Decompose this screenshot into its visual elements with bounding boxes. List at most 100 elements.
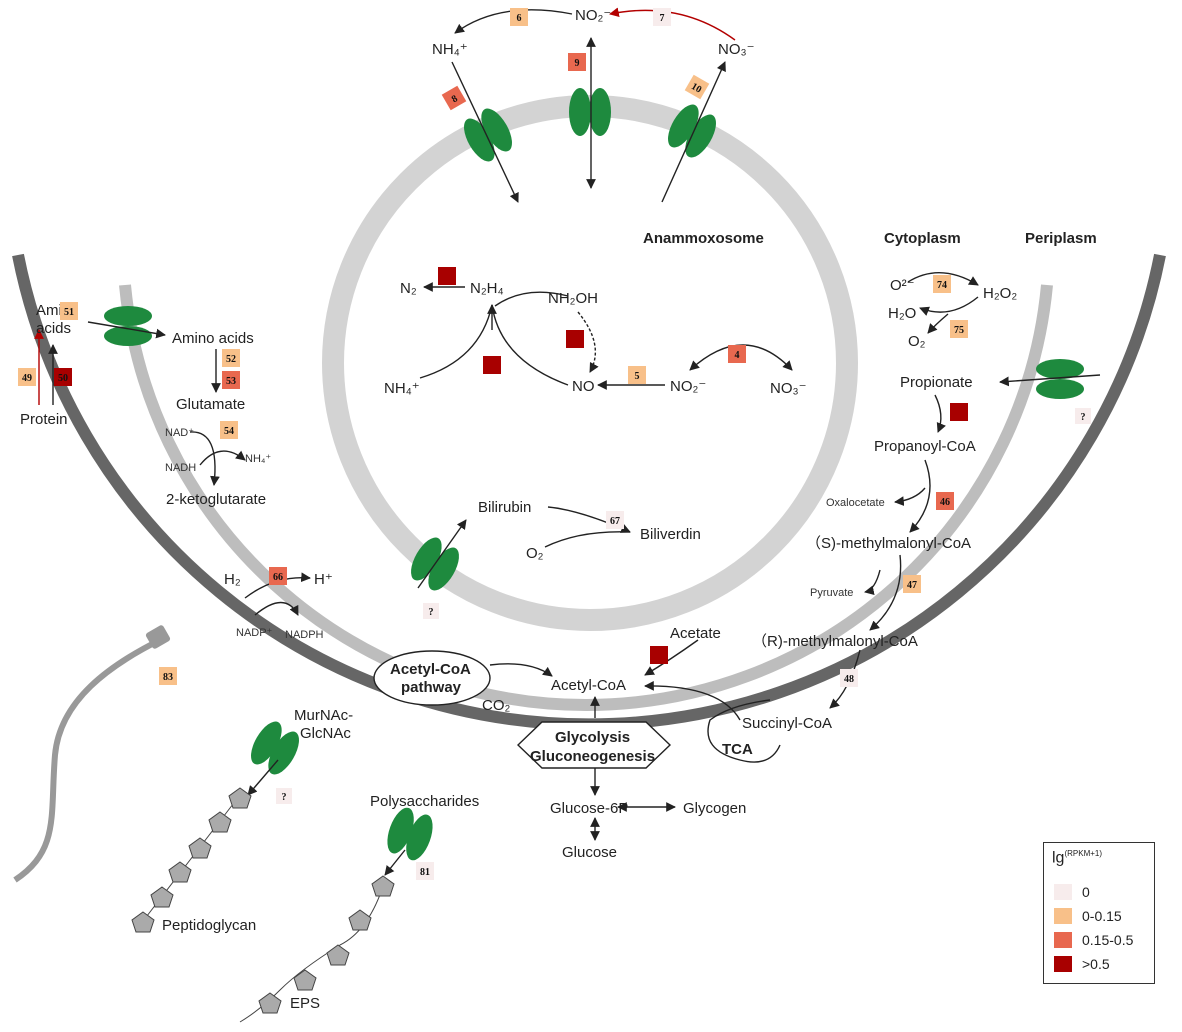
tca-label: TCA bbox=[722, 741, 753, 758]
gene-badge-b9: 9 bbox=[568, 53, 586, 71]
amino-arrows bbox=[34, 321, 246, 486]
gene-badge-number: 49 bbox=[22, 373, 32, 384]
gene-badge-box bbox=[18, 368, 36, 386]
gene-badge-box bbox=[566, 330, 584, 348]
gene-badge-number: 5 bbox=[635, 371, 640, 382]
gene-badge-box bbox=[54, 368, 72, 386]
nh4-inner-label: NH₄⁺ bbox=[384, 380, 420, 397]
s-methyl-label: （S)-methylmalonyl-CoA bbox=[806, 535, 971, 552]
no-label: NO bbox=[572, 378, 595, 395]
gene-badge-box bbox=[903, 575, 921, 593]
transporter-nh4 bbox=[464, 108, 512, 162]
legend-swatch bbox=[1054, 884, 1072, 900]
gene-badge-number: 66 bbox=[273, 572, 283, 583]
gene-badge-b6: 6 bbox=[510, 8, 528, 26]
gene-badge-b48: 48 bbox=[840, 669, 858, 687]
glycolysis-label-2: Gluconeogenesis bbox=[530, 748, 655, 765]
gene-badge-b5: 5 bbox=[628, 366, 646, 384]
o2-cyto-label: O₂ bbox=[908, 333, 926, 350]
gene-badge-number: 81 bbox=[420, 867, 430, 878]
gene-badge-box bbox=[936, 492, 954, 510]
gene-badge-box bbox=[684, 74, 710, 100]
gene-badge-b46: 46 bbox=[936, 492, 954, 510]
legend-swatch bbox=[1054, 908, 1072, 924]
unknown-gene-mark: ? bbox=[1081, 412, 1086, 423]
gene-badge-box bbox=[441, 85, 467, 111]
gene-badge-b83: 83 bbox=[159, 667, 177, 685]
unknown-gene-box bbox=[1075, 408, 1091, 424]
gene-badge-box bbox=[933, 275, 951, 293]
gene-badge-box bbox=[950, 320, 968, 338]
murnac-label-1: MurNAc- bbox=[294, 707, 353, 724]
gene-badge-box bbox=[416, 862, 434, 880]
gene-badge-b_n2h4 bbox=[483, 356, 501, 374]
gene-badge-b47: 47 bbox=[903, 575, 921, 593]
glycogen-label: Glycogen bbox=[683, 800, 746, 817]
amino-acids-in-label: Amino acids bbox=[172, 330, 254, 347]
flagellum-motor bbox=[145, 625, 171, 649]
amino-acids-out-label-2: acids bbox=[36, 320, 71, 337]
gene-badge-number: 8 bbox=[450, 93, 460, 105]
gene-badge-box bbox=[950, 403, 968, 421]
transporter-murnac bbox=[251, 721, 299, 775]
murnac-label-2: GlcNAc bbox=[300, 725, 351, 742]
propionate-label: Propionate bbox=[900, 374, 973, 391]
h2-label: H₂ bbox=[224, 571, 241, 588]
gene-badge-b67: 67 bbox=[606, 511, 624, 529]
nadh-label: NADH bbox=[165, 462, 196, 474]
no2-top-label: NO₂⁻ bbox=[575, 7, 611, 24]
central-arrows bbox=[247, 639, 781, 876]
legend-item: 0 bbox=[1054, 883, 1090, 901]
gene-badge-number: 47 bbox=[907, 580, 917, 591]
gene-badge-number: 54 bbox=[224, 426, 234, 437]
gene-badge-b53: 53 bbox=[222, 371, 240, 389]
gene-badge-b51: 51 bbox=[60, 302, 78, 320]
n-arrows bbox=[419, 7, 793, 390]
oxalocetate-label: Oxalocetate bbox=[826, 497, 885, 509]
peptidoglycan-chain bbox=[131, 787, 252, 933]
glycolysis-hexagon bbox=[516, 721, 672, 769]
gene-badge-number: 75 bbox=[954, 325, 964, 336]
gene-badge-box bbox=[438, 267, 456, 285]
legend-item: 0.15-0.5 bbox=[1054, 931, 1133, 949]
gene-badge-b_prop bbox=[950, 403, 968, 421]
transporter-no3 bbox=[668, 104, 716, 158]
nadph-label: NADPH bbox=[285, 629, 324, 641]
misc-arrows bbox=[244, 506, 631, 616]
protein-label: Protein bbox=[20, 411, 68, 428]
gene-badge-box bbox=[220, 421, 238, 439]
gene-badge-number: 74 bbox=[937, 280, 947, 291]
acetyl-pathway-label-2: pathway bbox=[401, 679, 462, 696]
legend-label: 0-0.15 bbox=[1082, 908, 1122, 924]
gene-badge-box bbox=[510, 8, 528, 26]
legend-title: lg(RPKM+1) bbox=[1052, 849, 1103, 867]
propanoyl-coa-label: Propanoyl-CoA bbox=[874, 438, 976, 455]
gene-badge-number: 7 bbox=[660, 13, 665, 24]
acetyl-pathway-label-1: Acetyl-CoA bbox=[390, 661, 471, 678]
gene-badge-box bbox=[606, 511, 624, 529]
no3-inner-label: NO₃⁻ bbox=[770, 380, 807, 397]
legend-label: >0.5 bbox=[1082, 956, 1110, 972]
gene-badge-number: 9 bbox=[575, 58, 580, 69]
gene-badge-box bbox=[483, 356, 501, 374]
bilirubin-label: Bilirubin bbox=[478, 499, 531, 516]
unknown-gene-mark: ? bbox=[429, 607, 434, 618]
gene-badge-b8: 8 bbox=[441, 85, 467, 111]
gene-badge-b4: 4 bbox=[728, 345, 746, 363]
gene-badge-number: 51 bbox=[64, 307, 74, 318]
anammoxosome-membrane bbox=[322, 95, 858, 631]
legend-label: 0.15-0.5 bbox=[1082, 932, 1134, 948]
n2h4-label: N₂H₄ bbox=[470, 280, 504, 297]
ketoglutarate-label: 2-ketoglutarate bbox=[166, 491, 266, 508]
gene-badge-b81: 81 bbox=[416, 862, 434, 880]
gene-badge-b7: 7 bbox=[653, 8, 671, 26]
gene-badge-box bbox=[840, 669, 858, 687]
legend-item: 0-0.15 bbox=[1054, 907, 1122, 925]
transporter-polysaccharides bbox=[387, 807, 433, 861]
o2-bili-label: O₂ bbox=[526, 545, 544, 562]
gene-badge-number: 4 bbox=[735, 350, 740, 361]
glucose6p-label: Glucose-6P bbox=[550, 800, 628, 817]
gene-badge-box bbox=[628, 366, 646, 384]
